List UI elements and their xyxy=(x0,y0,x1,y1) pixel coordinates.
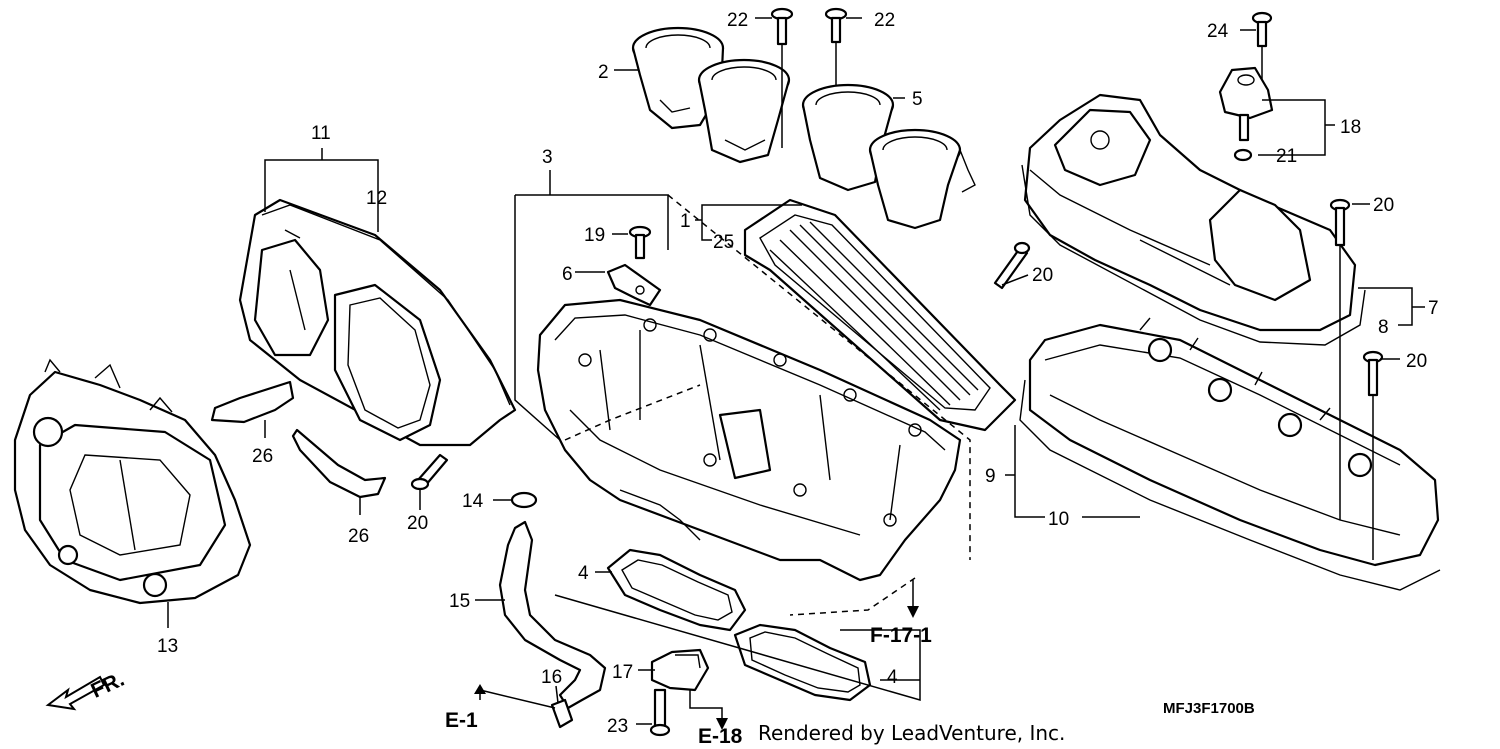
callout-24: 24 xyxy=(1207,21,1229,42)
reference-arrow-e18 xyxy=(689,690,728,730)
credit-text: Rendered by LeadVenture, Inc. xyxy=(758,721,1065,745)
front-marker-label: FR. xyxy=(88,668,128,703)
leader-lines xyxy=(167,17,1425,725)
callout-16: 16 xyxy=(541,667,562,688)
sensor-part-17 xyxy=(650,648,710,692)
funnel-plate-part-11 xyxy=(238,198,517,447)
callout-7: 7 xyxy=(1428,298,1439,319)
reference-f17-1[interactable]: F-17-1 xyxy=(870,624,932,647)
callout-21: 21 xyxy=(1276,146,1297,167)
lower-cover-part-9 xyxy=(1028,317,1440,567)
callout-26-left: 26 xyxy=(252,446,273,467)
screw-part-24 xyxy=(1251,11,1273,48)
callout-22-left: 22 xyxy=(727,10,748,31)
washer-part-21 xyxy=(1233,148,1253,162)
callout-11: 11 xyxy=(311,123,331,144)
callout-23: 23 xyxy=(607,716,628,737)
reference-arrow-f17 xyxy=(907,580,919,618)
callout-17: 17 xyxy=(612,662,633,683)
callout-9: 9 xyxy=(985,466,996,487)
callout-10: 10 xyxy=(1048,509,1069,530)
gasket-part-4 xyxy=(606,548,872,702)
clip-part-26 xyxy=(210,380,387,499)
callout-18: 18 xyxy=(1340,117,1361,138)
callout-4-lower: 4 xyxy=(887,667,898,688)
front-direction-arrow: FR. xyxy=(45,668,128,711)
bolt-part-20-upper-right xyxy=(1329,198,1351,247)
screw-part-22-right xyxy=(824,7,848,44)
callout-8: 8 xyxy=(1378,317,1389,338)
air-funnel-part-2 xyxy=(631,26,791,164)
callout-26-right: 26 xyxy=(348,526,369,547)
callout-20-left: 20 xyxy=(407,513,428,534)
callout-20-lower-right: 20 xyxy=(1406,351,1427,372)
callout-labels: 11 12 13 26 26 20 2 22 22 5 3 1 25 19 6 … xyxy=(157,10,1439,737)
reference-e18[interactable]: E-18 xyxy=(698,725,743,748)
callout-12: 12 xyxy=(366,188,387,209)
callout-5: 5 xyxy=(912,89,923,110)
air-funnel-part-5 xyxy=(801,83,976,230)
callout-22-right: 22 xyxy=(874,10,895,31)
upper-cover-part-7 xyxy=(1023,93,1357,332)
clip-part-16 xyxy=(550,698,574,729)
reference-e1[interactable]: E-1 xyxy=(445,709,478,732)
callout-1: 1 xyxy=(680,211,691,232)
callout-13: 13 xyxy=(157,636,178,657)
callout-15: 15 xyxy=(449,591,470,612)
air-cleaner-housing-part-3 xyxy=(536,298,962,582)
bolt-part-20-left xyxy=(410,453,449,491)
clamp-part-14 xyxy=(510,491,538,509)
bolt-part-23 xyxy=(649,688,671,737)
callout-25: 25 xyxy=(713,232,734,253)
air-filter-part-1 xyxy=(743,198,1017,432)
intake-duct-part-13 xyxy=(13,358,252,605)
callout-2: 2 xyxy=(598,62,609,83)
callout-20-upper-right: 20 xyxy=(1373,195,1394,216)
bracket-part-6 xyxy=(606,263,662,307)
callout-4-upper: 4 xyxy=(578,563,589,584)
callout-3: 3 xyxy=(542,147,553,168)
callout-6: 6 xyxy=(562,264,573,285)
callout-14: 14 xyxy=(462,491,484,512)
reference-arrow-e1 xyxy=(474,684,556,709)
bolt-part-20-lower-right xyxy=(1362,350,1384,397)
sensor-part-18 xyxy=(1218,66,1274,142)
breather-tube-part-15 xyxy=(498,520,607,710)
diagram-code: MFJ3F1700B xyxy=(1163,700,1255,717)
alignment-lines xyxy=(564,194,971,616)
callout-19: 19 xyxy=(584,225,605,246)
gasket-part-10 xyxy=(1019,379,1441,591)
screw-part-22-left xyxy=(770,7,794,46)
gasket-part-8 xyxy=(1021,164,1366,346)
screw-part-19 xyxy=(628,225,652,260)
callout-20-center: 20 xyxy=(1032,265,1053,286)
bolt-part-20-center xyxy=(993,241,1031,290)
